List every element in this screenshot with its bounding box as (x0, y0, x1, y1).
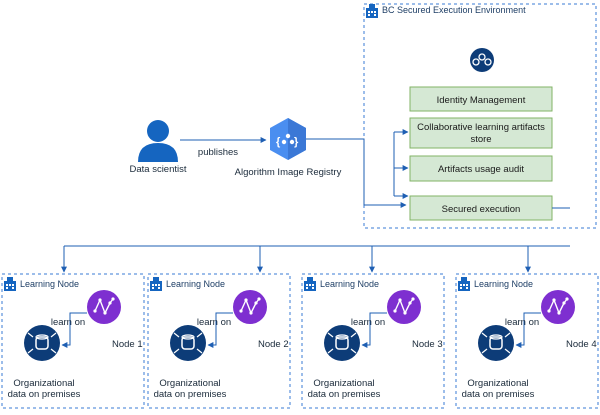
learning-node-title: Learning Node (20, 279, 79, 289)
building-icon (458, 277, 470, 291)
algorithm-registry: { } Algorithm Image Registry (235, 118, 342, 178)
learn-on-label: learn on (505, 317, 539, 328)
registry-hexagon-icon: { } (270, 118, 306, 160)
building-icon (150, 277, 162, 291)
service-connectors (393, 129, 409, 199)
node-label: Node 4 (566, 339, 597, 350)
data-label-line1: Organizational (159, 378, 220, 389)
publishes-label: publishes (198, 147, 238, 158)
learn-on-label: learn on (197, 317, 231, 328)
environment-border (363, 3, 597, 229)
learning-node-2: Learning Node learn on Node 2 Organizationa… (147, 273, 291, 409)
svg-text:}: } (294, 136, 299, 148)
data-label-line2: data on premises (308, 389, 381, 400)
data-label-line1: Organizational (313, 378, 374, 389)
database-icon (24, 325, 60, 361)
data-label-line1: Organizational (13, 378, 74, 389)
model-node-icon (387, 290, 421, 324)
database-icon (324, 325, 360, 361)
database-icon (478, 325, 514, 361)
learning-nodes: Learning Node learn on Node 1 Organizationa… (1, 273, 599, 409)
learn-on-arrow (361, 312, 387, 348)
data-label-line2: data on premises (154, 389, 227, 400)
learn-on-arrow (207, 312, 233, 348)
node-label: Node 3 (412, 339, 443, 350)
artifacts-store-label-line1: Collaborative learning artifacts (417, 122, 545, 133)
usage-audit-box (409, 155, 553, 182)
identity-management-box (409, 86, 553, 112)
learning-node-4: Learning Node learn on Node 4 Organizationa… (455, 273, 599, 409)
person-icon (138, 120, 178, 162)
distribution-bus (61, 245, 570, 273)
usage-audit-label: Artifacts usage audit (438, 164, 524, 175)
learn-on-label: learn on (51, 317, 85, 328)
data-label-line1: Organizational (467, 378, 528, 389)
environment-title: BC Secured Execution Environment (382, 5, 526, 15)
learning-node-title: Learning Node (166, 279, 225, 289)
model-node-icon (87, 290, 121, 324)
data-label-line2: data on premises (8, 389, 81, 400)
registry-label: Algorithm Image Registry (235, 167, 342, 178)
blockchain-logo-icon (470, 48, 494, 72)
database-icon (170, 325, 206, 361)
model-node-icon (541, 290, 575, 324)
building-icon (304, 277, 316, 291)
identity-management-label: Identity Management (437, 95, 526, 106)
data-label-line2: data on premises (462, 389, 535, 400)
secured-execution-label: Secured execution (442, 204, 521, 215)
artifacts-store-label-line2: store (470, 134, 491, 145)
data-scientist: Data scientist (129, 120, 187, 175)
artifacts-store-box (409, 117, 553, 149)
registry-to-execution-arrow (306, 138, 407, 208)
svg-text:{: { (276, 136, 281, 148)
learn-on-arrow (61, 312, 87, 348)
node-label: Node 1 (112, 339, 143, 350)
learn-on-label: learn on (351, 317, 385, 328)
model-node-icon (233, 290, 267, 324)
building-icon (366, 4, 378, 18)
learning-node-3: Learning Node learn on Node 3 Organizationa… (301, 273, 445, 409)
building-icon (4, 277, 16, 291)
node-label: Node 2 (258, 339, 289, 350)
secured-environment: BC Secured Execution Environment Identit… (363, 3, 597, 229)
learning-node-title: Learning Node (474, 279, 533, 289)
learn-on-arrow (515, 312, 541, 348)
data-scientist-label: Data scientist (129, 164, 186, 175)
learning-node-title: Learning Node (320, 279, 379, 289)
learning-node-1: Learning Node learn on Node 1 Organizationa… (1, 273, 145, 409)
